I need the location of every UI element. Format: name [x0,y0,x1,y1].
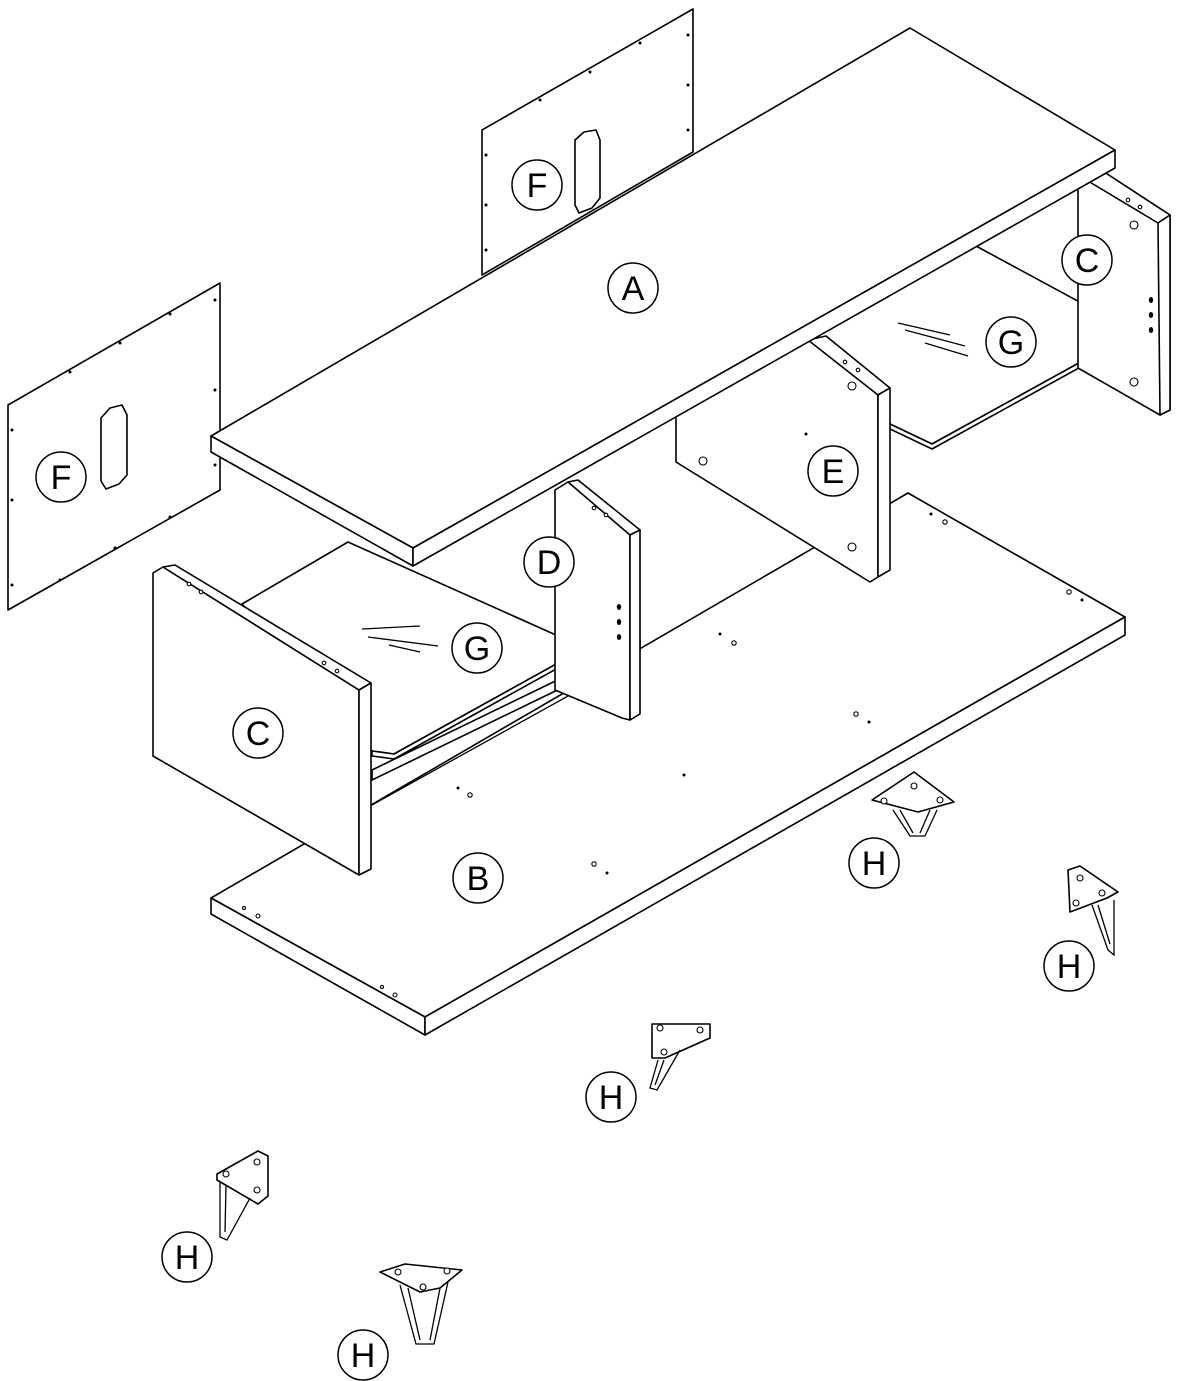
svg-text:F: F [527,167,548,205]
svg-text:E: E [822,453,845,491]
label-c-left: C [232,707,284,759]
side-panel-c-right [1077,167,1171,416]
label-h-5: H [337,1329,389,1381]
svg-text:H: H [599,1079,624,1117]
top-board-a [210,27,1116,567]
svg-text:H: H [862,845,887,883]
hairpin-leg-h-5 [379,1263,463,1345]
bottom-board-b [210,492,1126,1036]
divider-panel-d [554,479,641,721]
svg-text:B: B [467,860,490,898]
label-h-1: H [848,837,900,889]
label-e: E [807,445,859,497]
hairpin-leg-h-3 [649,1023,711,1091]
svg-text:F: F [51,459,72,497]
hairpin-leg-h-4 [216,1150,269,1241]
back-panel-f-left [7,282,221,611]
label-f-left: F [35,451,87,503]
svg-text:H: H [351,1337,376,1375]
label-b: B [452,852,504,904]
svg-text:D: D [537,544,562,582]
svg-text:H: H [175,1239,200,1277]
svg-text:C: C [1075,242,1100,280]
label-h-3: H [585,1071,637,1123]
label-g-left: G [451,622,503,674]
label-h-2: H [1043,940,1095,992]
label-f-upper: F [511,159,563,211]
label-h-4: H [161,1231,213,1283]
divider-panel-e [675,335,891,583]
label-d: D [523,536,575,588]
svg-text:A: A [622,270,645,308]
label-c-right: C [1061,234,1113,286]
label-g-right: G [985,316,1037,368]
hairpin-leg-h-1 [871,771,955,837]
hairpin-leg-h-2 [1067,865,1119,957]
svg-text:H: H [1057,948,1082,986]
label-a: A [607,262,659,314]
svg-text:G: G [464,630,490,668]
svg-text:C: C [246,715,271,753]
svg-text:G: G [998,324,1024,362]
